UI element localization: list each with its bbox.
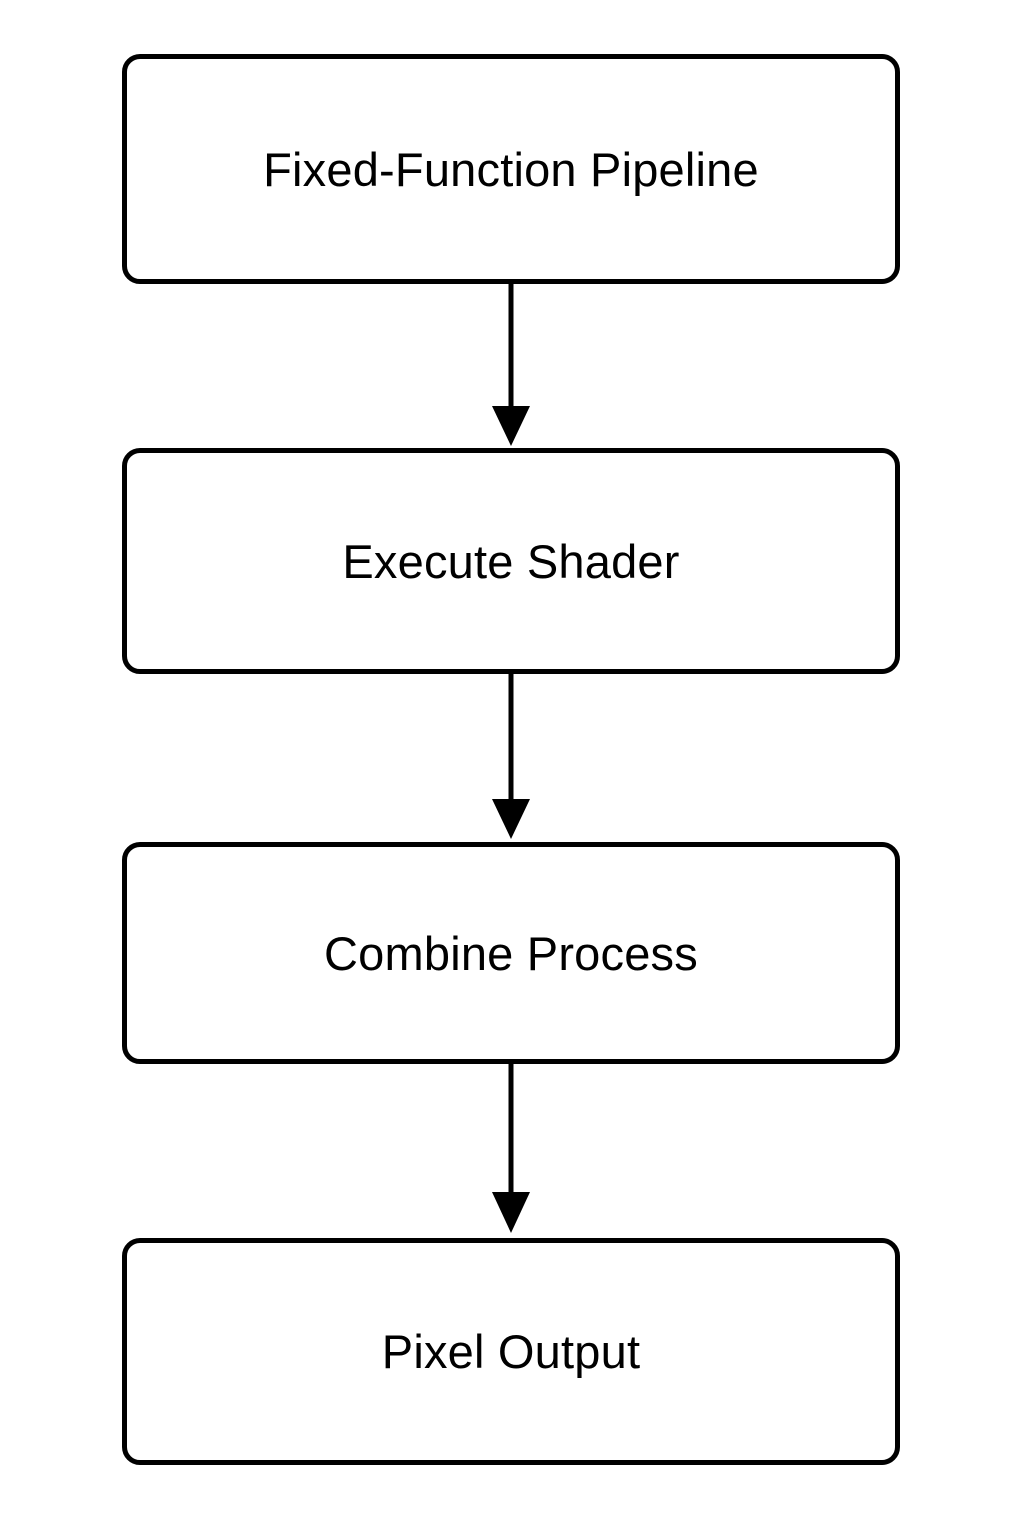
arrowhead-down-icon: [492, 1192, 530, 1233]
edge-node3-to-node4: [492, 1064, 530, 1233]
flow-node-fixed-function-pipeline[interactable]: Fixed-Function Pipeline: [122, 54, 900, 284]
flow-node-label: Pixel Output: [381, 1325, 641, 1378]
edge-node2-to-node3: [492, 674, 530, 839]
flow-node-pixel-output[interactable]: Pixel Output: [122, 1238, 900, 1465]
arrowhead-down-icon: [492, 406, 530, 446]
arrowhead-down-icon: [492, 799, 530, 839]
flow-node-label: Execute Shader: [342, 534, 680, 588]
flow-node-combine-process[interactable]: Combine Process: [122, 842, 900, 1064]
flow-node-execute-shader[interactable]: Execute Shader: [122, 448, 900, 674]
flow-node-label: Fixed-Function Pipeline: [263, 142, 759, 196]
flow-node-label: Combine Process: [324, 926, 698, 980]
edge-node1-to-node2: [492, 284, 530, 446]
